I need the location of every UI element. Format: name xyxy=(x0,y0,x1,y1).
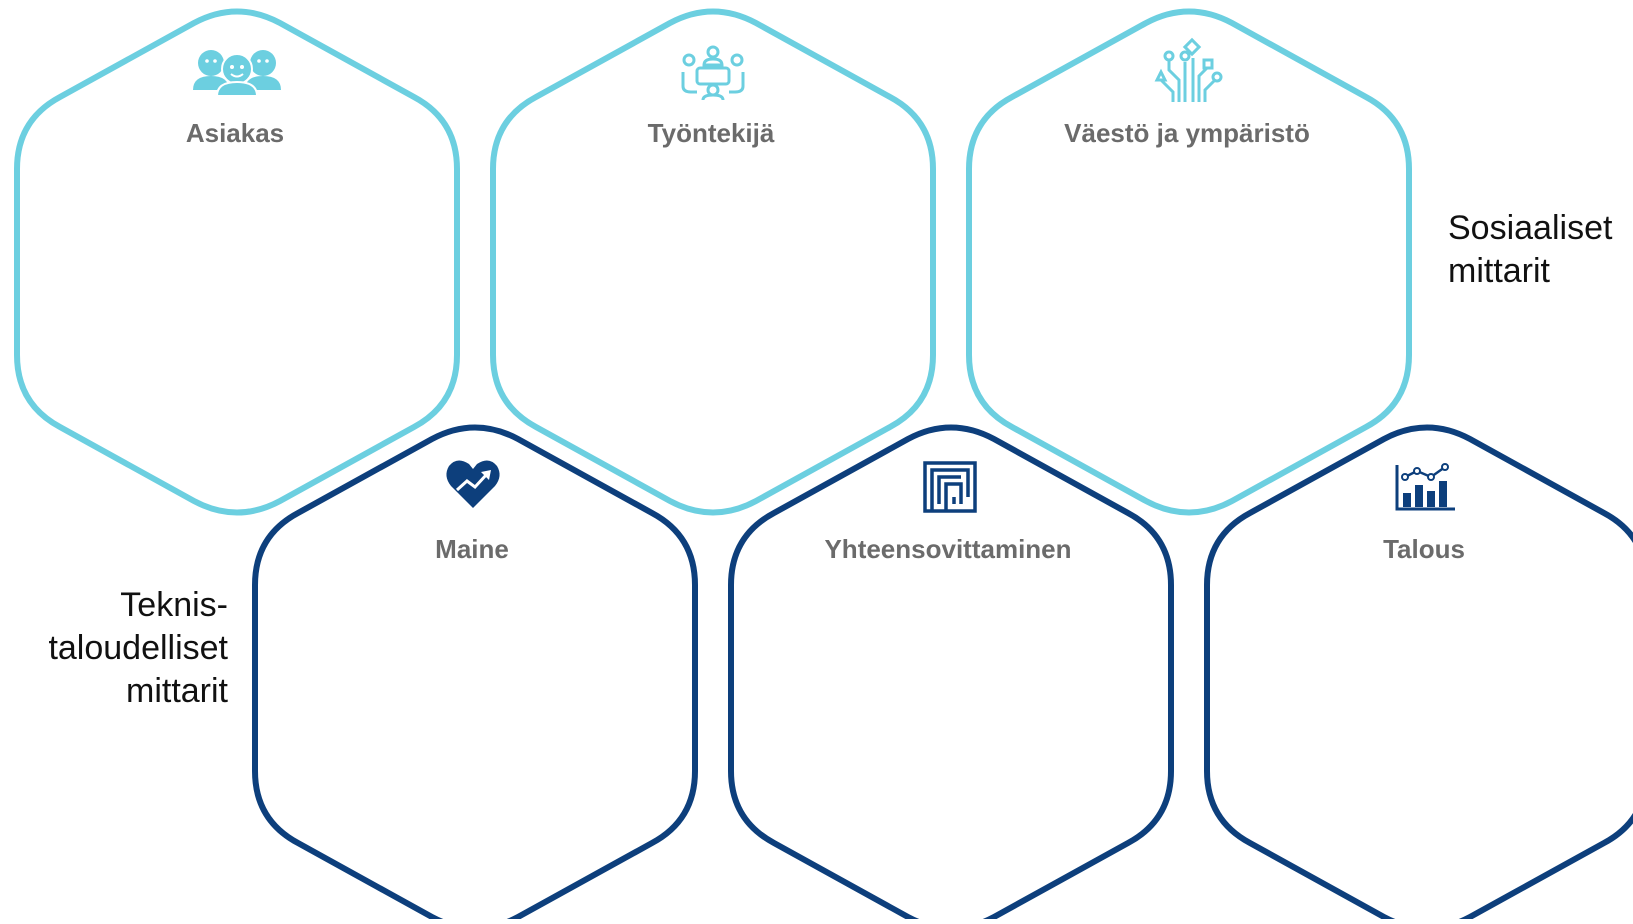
meeting-team-icon xyxy=(681,45,745,101)
tech-economic-metrics-label: Teknis- taloudelliset mittarit xyxy=(48,584,228,713)
hexagon-outline xyxy=(14,8,460,516)
hexagon-outline xyxy=(966,8,1412,516)
heart-trend-icon xyxy=(446,460,500,508)
bar-chart-trend-icon xyxy=(1395,463,1455,511)
hexagon-vaesto-ja-ymparisto: Väestö ja ympäristö xyxy=(966,8,1412,516)
hexagon-maine: Maine xyxy=(252,424,698,924)
hexagon-title: Maine xyxy=(435,534,509,564)
tech-label-line: Teknis- xyxy=(120,586,228,624)
hexagon-yhteensovittaminen: Yhteensovittaminen xyxy=(728,424,1174,924)
hexagon-title: Yhteensovittaminen xyxy=(824,534,1071,564)
social-label-line: mittarit xyxy=(1448,252,1550,290)
hexagon-title: Työntekijä xyxy=(648,118,775,148)
hexagon-talous: Talous xyxy=(1204,424,1633,924)
social-label-line: Sosiaaliset xyxy=(1448,209,1613,247)
hexagon-outline xyxy=(728,424,1174,924)
hexagon-outline xyxy=(252,424,698,924)
maze-icon xyxy=(923,461,977,513)
tech-label-line: taloudelliset xyxy=(48,629,228,667)
customers-icon xyxy=(193,50,281,97)
hexagon-outline xyxy=(1204,424,1633,924)
tech-label-line: mittarit xyxy=(126,672,228,710)
circuit-network-icon xyxy=(1154,37,1223,102)
hexagon-outline xyxy=(490,8,936,516)
hexagon-tyontekija: Työntekijä xyxy=(490,8,936,516)
hexagon-asiakas: Asiakas xyxy=(14,8,460,516)
hexagon-title: Asiakas xyxy=(186,118,284,148)
hexagon-title: Talous xyxy=(1383,534,1465,564)
social-metrics-label: Sosiaaliset mittarit xyxy=(1448,207,1612,293)
hexagon-title: Väestö ja ympäristö xyxy=(1064,118,1310,148)
